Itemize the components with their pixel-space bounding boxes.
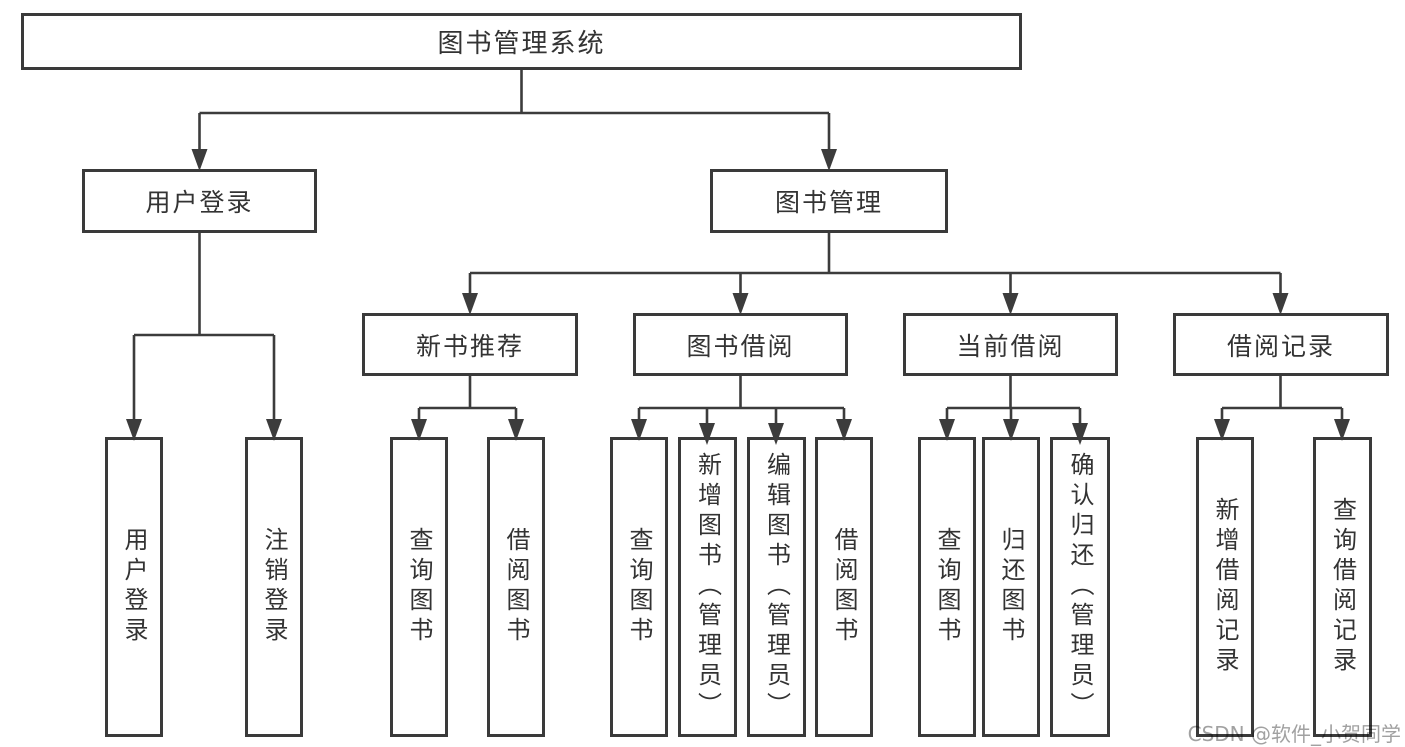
node-label: 图书借阅 — [686, 331, 795, 361]
leaf-add-borrow-record: 新增借阅记录 — [1196, 437, 1254, 737]
leaf-logout: 注销登录 — [245, 437, 303, 737]
node-library-system: 图书管理系统 — [21, 13, 1022, 70]
node-label: 查询图书 — [933, 527, 961, 647]
node-new-book-recommend: 新书推荐 — [362, 313, 578, 376]
node-label: 编辑图书（管理员） — [762, 452, 791, 722]
leaf-add-books-admin: 新增图书（管理员） — [678, 437, 737, 737]
node-current-borrowing: 当前借阅 — [903, 313, 1118, 376]
node-label: 确认归还（管理员） — [1066, 452, 1094, 722]
node-label: 新增借阅记录 — [1211, 497, 1239, 677]
node-label: 新书推荐 — [415, 331, 524, 361]
node-book-management: 图书管理 — [710, 169, 948, 233]
node-borrowing-records: 借阅记录 — [1173, 313, 1389, 376]
leaf-query-books-recommend: 查询图书 — [390, 437, 448, 737]
node-label: 用户登录 — [145, 188, 254, 217]
leaf-borrow-books-recommend: 借阅图书 — [487, 437, 545, 737]
node-label: 注销登录 — [260, 527, 288, 647]
leaf-query-books-current: 查询图书 — [918, 437, 976, 737]
node-label: 图书管理 — [774, 188, 883, 217]
node-label: 新增图书（管理员） — [693, 452, 722, 722]
leaf-query-books-borrowing: 查询图书 — [610, 437, 668, 737]
node-label: 借阅记录 — [1226, 331, 1335, 361]
node-label: 归还图书 — [997, 527, 1025, 647]
node-label: 借阅图书 — [502, 527, 530, 647]
leaf-user-login: 用户登录 — [105, 437, 163, 737]
node-book-borrowing: 图书借阅 — [633, 313, 848, 376]
node-label: 查询图书 — [625, 527, 653, 647]
node-label: 查询借阅记录 — [1328, 497, 1357, 677]
leaf-edit-books-admin: 编辑图书（管理员） — [747, 437, 806, 737]
leaf-query-borrow-record: 查询借阅记录 — [1313, 437, 1372, 737]
leaf-return-books: 归还图书 — [982, 437, 1040, 737]
node-user-login: 用户登录 — [82, 169, 317, 233]
leaf-borrow-books: 借阅图书 — [815, 437, 873, 737]
node-label: 借阅图书 — [830, 527, 858, 647]
leaf-confirm-return-admin: 确认归还（管理员） — [1050, 437, 1110, 737]
node-label: 查询图书 — [405, 527, 433, 647]
node-label: 图书管理系统 — [437, 29, 606, 59]
node-label: 当前借阅 — [956, 331, 1065, 361]
node-label: 用户登录 — [120, 527, 148, 647]
